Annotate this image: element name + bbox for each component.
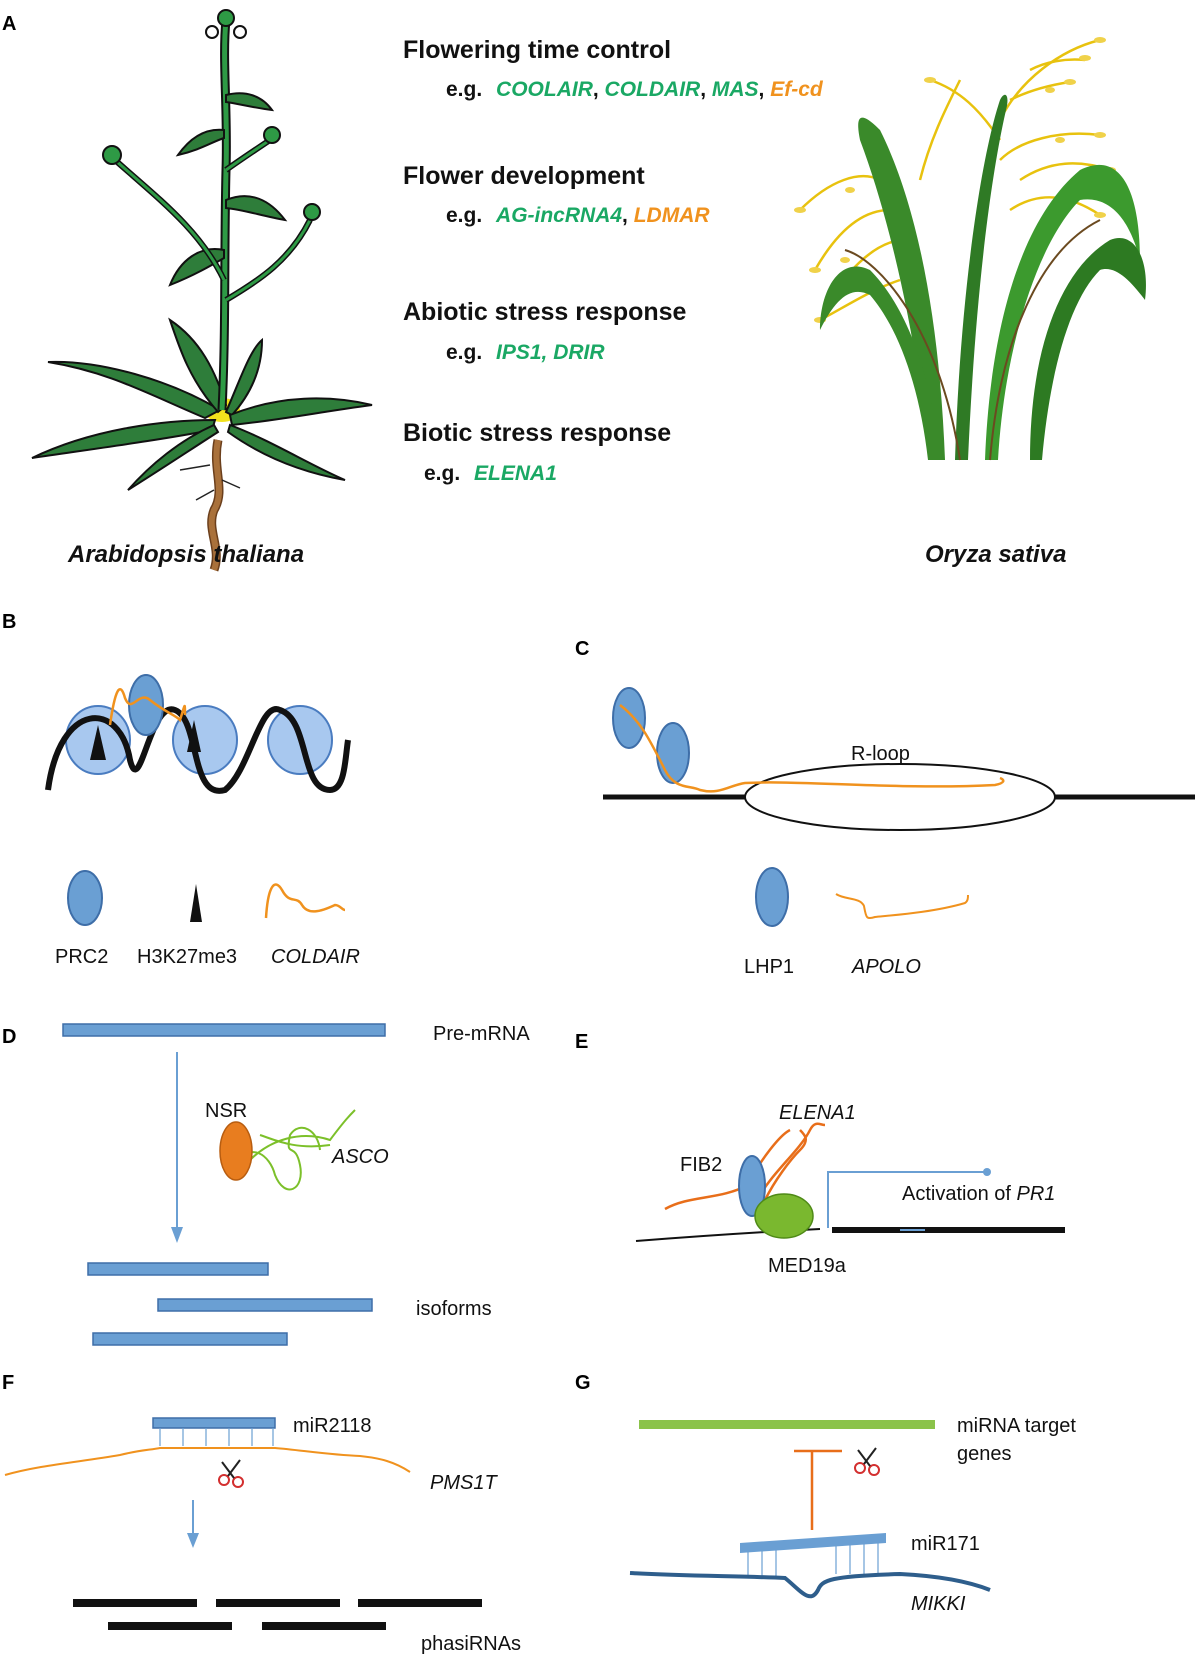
- lncrna-name: IPS1, DRIR: [496, 341, 605, 364]
- scissors-icon: [218, 1459, 244, 1488]
- eg-prefix: e.g.: [446, 78, 482, 101]
- lncrna-name: COLDAIR: [605, 78, 701, 101]
- med19a-label: MED19a: [768, 1255, 847, 1277]
- section-title: Flowering time control: [403, 36, 671, 64]
- arabidopsis-plant-illustration: [31, 9, 373, 572]
- section-title: Abiotic stress response: [403, 298, 687, 326]
- species-oryza-label: Oryza sativa: [925, 541, 1066, 568]
- lncrna-name: LDMAR: [634, 204, 711, 227]
- species-arabidopsis-label: Arabidopsis thaliana: [67, 541, 304, 568]
- legend-h3k27me3: H3K27me3: [137, 946, 237, 968]
- r-loop-illustration: R-loop: [603, 687, 1195, 831]
- r-loop-label: R-loop: [851, 743, 910, 765]
- lncrna-name: MAS: [712, 78, 759, 101]
- lncrna-name: AG-incRNA4: [495, 204, 622, 227]
- panel-label-f: F: [2, 1372, 14, 1394]
- h3k27me3-mark: [90, 725, 106, 760]
- eg-prefix: e.g.: [424, 462, 460, 485]
- isoform-bar: [157, 1298, 373, 1312]
- eg-prefix: e.g.: [446, 204, 482, 227]
- mir171-label: miR171: [911, 1533, 980, 1555]
- pms1t-label: PMS1T: [430, 1472, 498, 1494]
- coldair-rna: [108, 687, 187, 726]
- panel-label-d: D: [2, 1026, 16, 1048]
- panel-a-function-list: Flowering time control e.g. COOLAIR, COL…: [403, 36, 824, 485]
- nsr-label: NSR: [205, 1100, 247, 1122]
- nsr-protein: [219, 1121, 253, 1181]
- apolo-rna: [619, 704, 1005, 793]
- section-title: Biotic stress response: [403, 419, 671, 447]
- pre-mrna-label: Pre-mRNA: [433, 1023, 530, 1045]
- panel-label-b: B: [2, 611, 16, 633]
- section-examples: e.g. IPS1, DRIR: [446, 341, 605, 364]
- section-examples: e.g. ELENA1: [424, 462, 557, 485]
- legend-lhp1: LHP1: [744, 956, 794, 978]
- legend-apolo: APOLO: [851, 956, 921, 978]
- panel-label-e: E: [575, 1031, 588, 1053]
- mikki-rna: [629, 1571, 991, 1599]
- h3k27me3-legend-icon: [190, 884, 202, 922]
- coldair-legend-icon: [264, 883, 346, 919]
- asco-rna: [235, 1109, 356, 1191]
- apolo-legend-icon: [835, 893, 969, 920]
- phasirnas-label: phasiRNAs: [421, 1633, 521, 1655]
- legend-coldair: COLDAIR: [271, 946, 360, 968]
- mir171-bar: [740, 1533, 886, 1553]
- mir2118-label: miR2118: [293, 1415, 372, 1437]
- phasirna-bars: [73, 1599, 482, 1630]
- eg-prefix: e.g.: [446, 341, 482, 364]
- arrow-head: [171, 1227, 183, 1243]
- base-pairing: [159, 1428, 274, 1446]
- fib2-protein: [738, 1155, 766, 1217]
- asco-label: ASCO: [331, 1146, 389, 1168]
- section-title: Flower development: [403, 162, 645, 190]
- panel-label-a: A: [2, 13, 16, 35]
- lhp1-protein: [656, 722, 690, 784]
- lncrna-name: COOLAIR: [496, 78, 594, 101]
- elena1-label: ELENA1: [779, 1102, 856, 1124]
- lhp1-protein: [612, 687, 646, 749]
- arrow-head: [187, 1533, 199, 1548]
- separator: ,: [759, 78, 771, 101]
- elena1-illustration: [635, 1122, 1065, 1242]
- activation-label: Activation of PR1: [902, 1183, 1055, 1205]
- h3k27me3-mark: [187, 720, 201, 752]
- rice-plant-illustration: [794, 37, 1146, 461]
- scissors-icon: [854, 1447, 880, 1476]
- panel-label-c: C: [575, 638, 589, 660]
- isoform-bar: [92, 1332, 288, 1346]
- mir2118-bar: [152, 1417, 276, 1429]
- separator: ,: [593, 78, 605, 101]
- target-label-line2: genes: [957, 1443, 1012, 1465]
- legend-prc2: PRC2: [55, 946, 108, 968]
- pms1t-rna: [4, 1447, 411, 1476]
- isoforms-label: isoforms: [416, 1298, 492, 1320]
- section-examples: e.g. AG-incRNA4, LDMAR: [446, 204, 710, 227]
- target-label-line1: miRNA target: [957, 1415, 1076, 1437]
- lncrna-name: Ef-cd: [770, 78, 824, 101]
- isoform-bar: [87, 1262, 269, 1276]
- lncrna-name: ELENA1: [474, 462, 557, 485]
- fib2-label: FIB2: [680, 1154, 722, 1176]
- prc2-legend-icon: [67, 870, 103, 926]
- base-pairing: [747, 1543, 879, 1576]
- med19a-protein: [754, 1193, 814, 1239]
- pr1-text: PR1: [1017, 1183, 1056, 1205]
- lhp1-legend-icon: [755, 867, 789, 927]
- mikki-label: MIKKI: [911, 1593, 966, 1615]
- activation-text: Activation of: [902, 1183, 1017, 1205]
- chromatin-illustration: [45, 674, 351, 794]
- target-gene-bar: [639, 1420, 935, 1429]
- separator: ,: [622, 204, 634, 227]
- panel-label-g: G: [575, 1372, 591, 1394]
- pre-mrna-bar: [62, 1023, 386, 1037]
- section-examples: e.g. COOLAIR, COLDAIR, MAS, Ef-cd: [446, 78, 824, 101]
- separator: ,: [700, 78, 712, 101]
